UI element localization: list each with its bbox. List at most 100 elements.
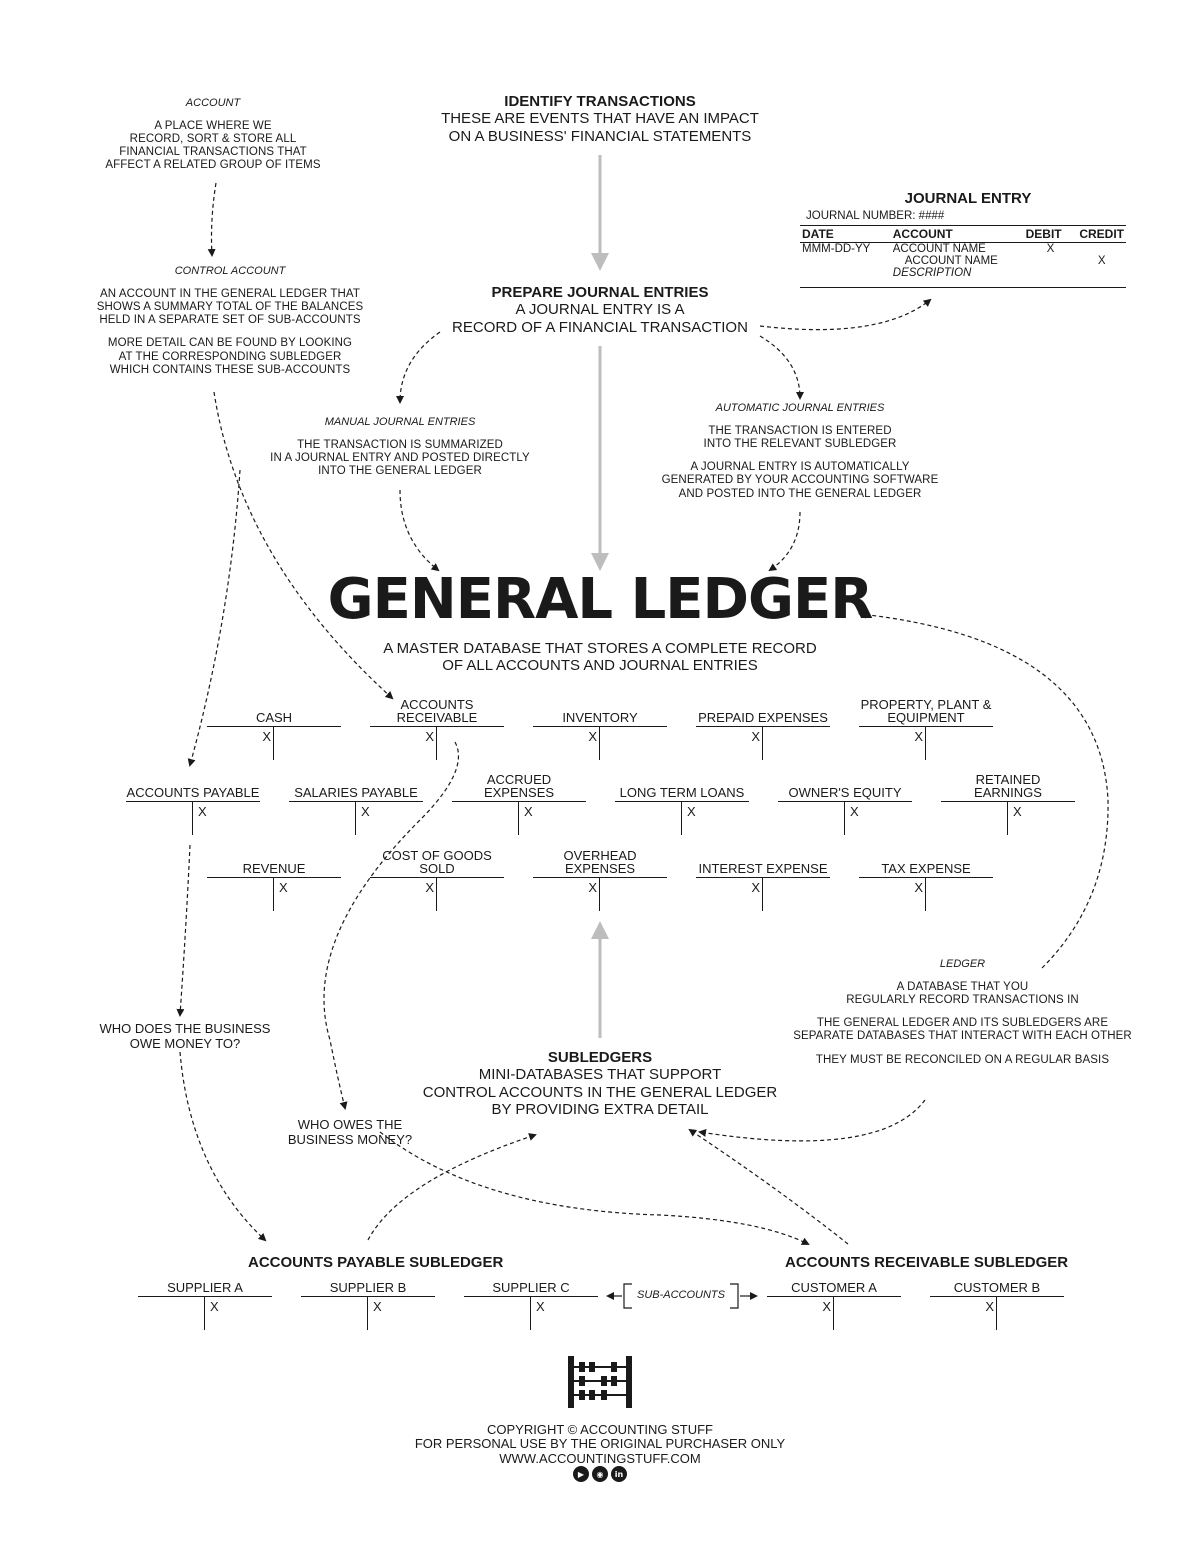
subledgers-line: BY PROVIDING EXTRA DETAIL: [491, 1100, 709, 1118]
t-account-name: REVENUE: [242, 861, 306, 877]
social-icons: ▶ ◉ in: [570, 1466, 630, 1484]
je-credit: X: [1097, 255, 1106, 267]
t-account-name: CUSTOMER A: [791, 1280, 877, 1296]
manual-journal-entries: MANUAL JOURNAL ENTRIES THE TRANSACTION I…: [240, 416, 560, 478]
who-owes-question: WHO OWES THE BUSINESS MONEY?: [270, 1117, 430, 1148]
subledgers-title: SUBLEDGERS: [547, 1049, 653, 1066]
journal-entry-example: JOURNAL ENTRY JOURNAL NUMBER: #### DATE …: [800, 190, 1126, 288]
control-def-line: AN ACCOUNT IN THE GENERAL LEDGER THAT: [100, 287, 360, 300]
je-date: MMM-DD-YY: [802, 243, 871, 255]
t-account-mark: X: [361, 804, 370, 819]
ledger-line: REGULARLY RECORD TRANSACTIONS IN: [846, 993, 1079, 1006]
je-row: MMM-DD-YY ACCOUNT NAME X: [800, 243, 1126, 255]
t-account-mark: X: [425, 729, 434, 744]
youtube-icon[interactable]: ▶: [573, 1466, 589, 1482]
arrow-who-owe-to-ap-subledger: [179, 1051, 267, 1242]
t-account-name: SUPPLIER B: [329, 1280, 407, 1296]
account-def-line: AFFECT A RELATED GROUP OF ITEMS: [105, 159, 321, 172]
t-account-name: LONG TERM LOANS: [619, 785, 745, 801]
ledger-label: LEDGER: [939, 958, 986, 970]
t-account-mark: X: [536, 1299, 545, 1314]
control-def-line: MORE DETAIL CAN BE FOUND BY LOOKING: [107, 337, 353, 350]
t-account-mark: X: [850, 804, 859, 819]
t-account-name: OWNER'S EQUITY: [788, 785, 902, 801]
general-ledger-title: GENERAL LEDGER: [327, 567, 874, 632]
subledgers-line: CONTROL ACCOUNTS IN THE GENERAL LEDGER: [422, 1083, 778, 1101]
account-def-line: FINANCIAL TRANSACTIONS THAT: [119, 146, 307, 159]
t-account-mark: X: [751, 880, 760, 895]
automatic-line: A JOURNAL ENTRY IS AUTOMATICALLY: [690, 461, 910, 474]
control-account-label: CONTROL ACCOUNT: [174, 265, 286, 277]
ledger-line: A DATABASE THAT YOU: [896, 980, 1029, 993]
t-account-name: INTEREST EXPENSE: [698, 861, 828, 877]
arrow-automatic-to-ledger: [768, 511, 801, 572]
t-account-mark: X: [588, 729, 597, 744]
t-account-mark: X: [914, 880, 923, 895]
sub-accounts-label: SUB-ACCOUNTS: [636, 1289, 725, 1301]
identify-line: THESE ARE EVENTS THAT HAVE AN IMPACT: [441, 110, 759, 128]
who-owe-line: OWE MONEY TO?: [129, 1035, 241, 1051]
prepare-line: RECORD OF A FINANCIAL TRANSACTION: [452, 318, 748, 336]
t-account-name: PROPERTY, PLANT & EQUIPMENT: [860, 696, 992, 726]
automatic-line: AND POSTED INTO THE GENERAL LEDGER: [678, 487, 922, 500]
prepare-title: PREPARE JOURNAL ENTRIES: [491, 284, 709, 301]
je-row: DESCRIPTION: [800, 267, 1126, 279]
t-account-name: RETAINED EARNINGS: [974, 771, 1042, 801]
t-account-name: OVERHEAD EXPENSES: [563, 847, 637, 877]
je-header: CREDIT: [1077, 225, 1126, 243]
je-debit: [1024, 255, 1078, 267]
subledgers-line: MINI-DATABASES THAT SUPPORT: [478, 1066, 722, 1084]
who-owe-question: WHO DOES THE BUSINESS OWE MONEY TO?: [90, 1021, 280, 1052]
account-label: ACCOUNT: [185, 97, 241, 109]
footer: COPYRIGHT © ACCOUNTING STUFF FOR PERSONA…: [0, 1422, 1200, 1466]
t-account-name: CASH: [255, 710, 293, 726]
website-link[interactable]: WWW.ACCOUNTINGSTUFF.COM: [499, 1450, 701, 1466]
arrow-prepare-to-automatic: [759, 335, 804, 400]
general-ledger-line: OF ALL ACCOUNTS AND JOURNAL ENTRIES: [442, 657, 758, 675]
account-def-line: A PLACE WHERE WE: [154, 119, 272, 132]
t-account-mark: X: [279, 880, 288, 895]
t-account-mark: X: [914, 729, 923, 744]
automatic-label: AUTOMATIC JOURNAL ENTRIES: [715, 402, 885, 414]
t-account-mark: X: [822, 1299, 831, 1314]
arrow-ar-subledger-to-subledgers: [688, 1128, 849, 1245]
automatic-line: GENERATED BY YOUR ACCOUNTING SOFTWARE: [661, 474, 939, 487]
control-def-line: SHOWS A SUMMARY TOTAL OF THE BALANCES: [96, 300, 364, 313]
who-owes-line: WHO OWES THE: [297, 1117, 403, 1132]
ledger-definition: LEDGER A DATABASE THAT YOU REGULARLY REC…: [790, 958, 1135, 1067]
t-account-name: TAX EXPENSE: [881, 861, 971, 877]
t-account-name: SUPPLIER C: [492, 1280, 570, 1296]
arrow-prepare-to-manual: [396, 331, 441, 404]
t-account-mark: X: [985, 1299, 994, 1314]
je-debit: X: [1046, 243, 1055, 255]
instagram-icon[interactable]: ◉: [592, 1466, 608, 1482]
automatic-line: THE TRANSACTION IS ENTERED: [708, 424, 892, 437]
ledger-line: THE GENERAL LEDGER AND ITS SUBLEDGERS AR…: [816, 1017, 1109, 1030]
usage-line: FOR PERSONAL USE BY THE ORIGINAL PURCHAS…: [414, 1436, 786, 1452]
journal-number: JOURNAL NUMBER: ####: [806, 210, 945, 222]
general-ledger-line: A MASTER DATABASE THAT STORES A COMPLETE…: [383, 640, 817, 657]
t-account-name: ACCOUNTS RECEIVABLE: [396, 696, 478, 726]
arrow-account-to-control: [207, 182, 217, 257]
linkedin-icon[interactable]: in: [611, 1466, 627, 1482]
arrow-ap-subledger-to-subledgers: [367, 1133, 537, 1241]
je-row: ACCOUNT NAME X: [800, 255, 1126, 267]
t-account-mark: X: [1013, 804, 1022, 819]
ap-subledger-title: ACCOUNTS PAYABLE SUBLEDGER: [248, 1254, 504, 1271]
identify-title: IDENTIFY TRANSACTIONS: [504, 93, 696, 110]
journal-entry-title: JOURNAL ENTRY: [904, 190, 1032, 207]
ledger-line: THEY MUST BE RECONCILED ON A REGULAR BAS…: [815, 1053, 1110, 1066]
je-account: ACCOUNT NAME: [904, 255, 998, 267]
manual-line: IN A JOURNAL ENTRY AND POSTED DIRECTLY: [270, 451, 530, 464]
control-def-line: WHICH CONTAINS THESE SUB-ACCOUNTS: [109, 363, 351, 376]
automatic-journal-entries: AUTOMATIC JOURNAL ENTRIES THE TRANSACTIO…: [640, 402, 960, 501]
manual-line: INTO THE GENERAL LEDGER: [318, 465, 482, 478]
t-account-mark: X: [198, 804, 207, 819]
manual-line: THE TRANSACTION IS SUMMARIZED: [297, 438, 503, 451]
t-account-name: SALARIES PAYABLE: [294, 785, 418, 801]
arrow-manual-to-ledger: [399, 489, 440, 572]
prepare-line: A JOURNAL ENTRY IS A: [515, 301, 685, 319]
arrow-who-owes-to-ar-subledger: [379, 1131, 810, 1245]
t-account-name: INVENTORY: [562, 710, 638, 726]
je-account: ACCOUNT NAME: [892, 243, 986, 255]
